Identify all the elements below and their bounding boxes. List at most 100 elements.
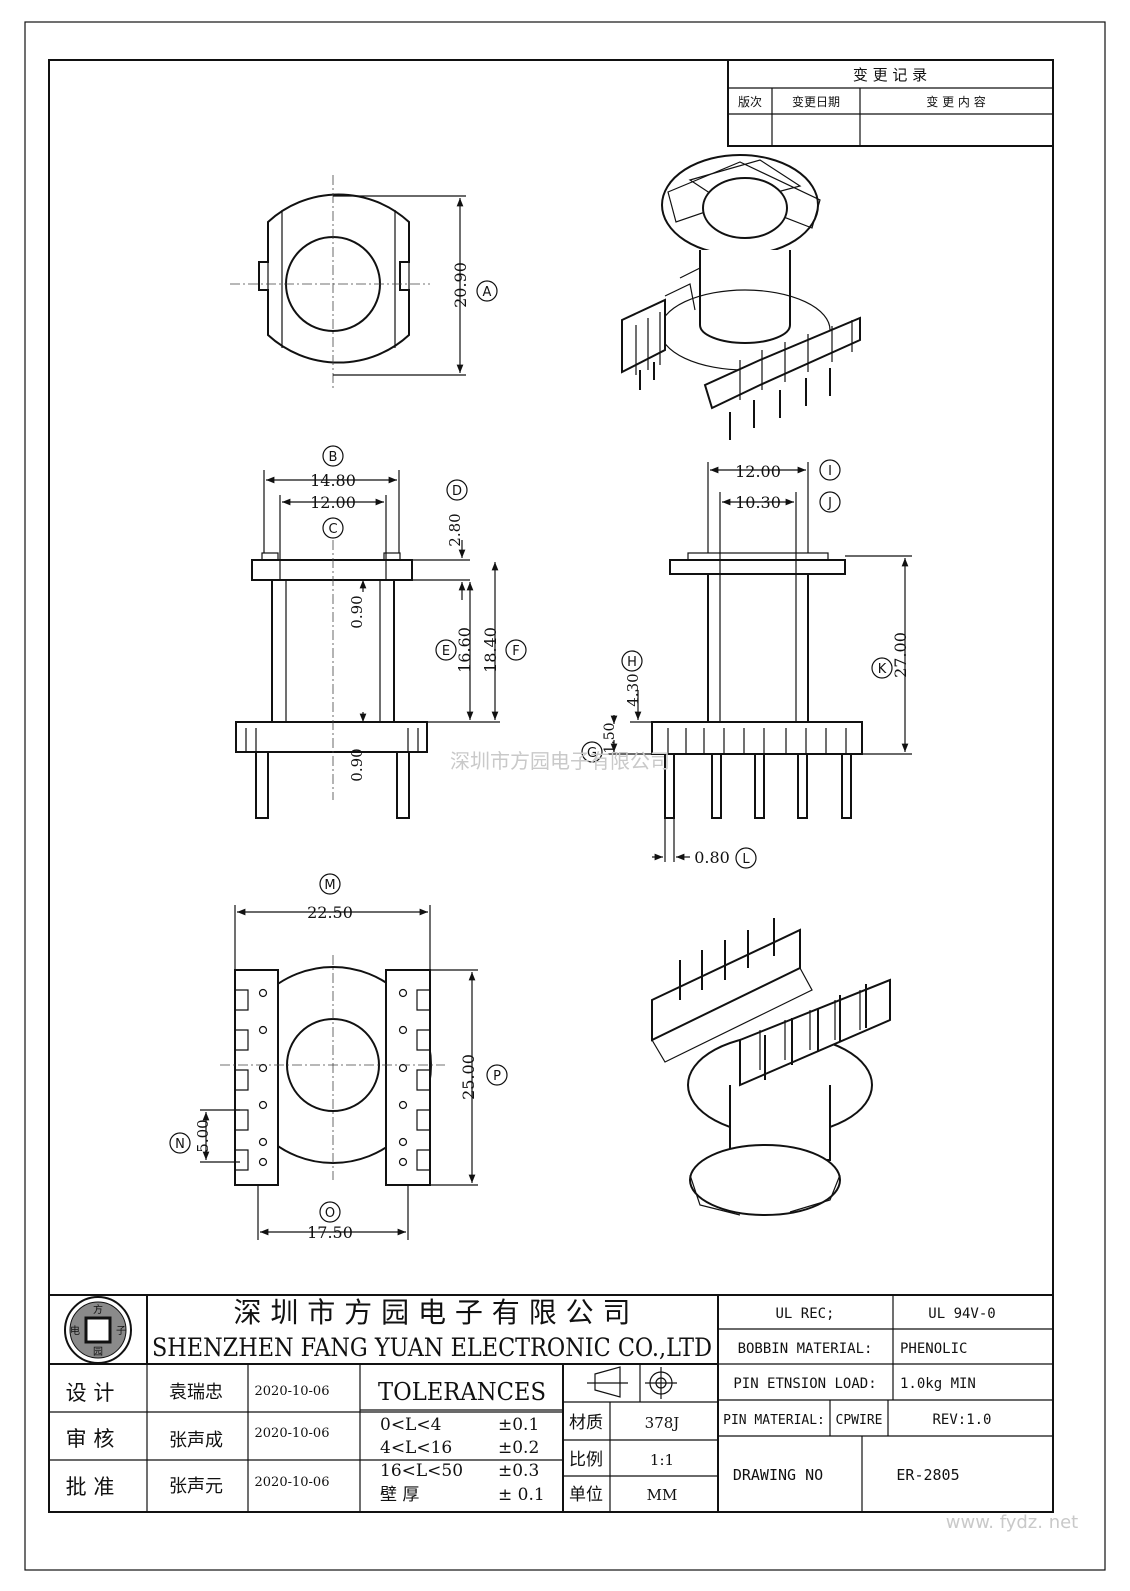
wall-top-value: 0.90 (348, 595, 366, 628)
dim-e-letter: E (442, 644, 450, 659)
tol-range-3: 16<L<50 (380, 1461, 463, 1481)
change-col-content: 变 更 内 容 (926, 94, 985, 109)
name-approve: 张声元 (169, 1476, 223, 1497)
dim-m-letter: M (324, 878, 335, 893)
dim-j-callout (819, 491, 841, 513)
material-value: 378J (645, 1414, 680, 1432)
unit-label: 单位 (569, 1485, 603, 1505)
pin-material-label: PIN MATERIAL: (723, 1413, 825, 1428)
bottom-view (200, 905, 478, 1240)
title-block (48, 1294, 1054, 1513)
tol-range-2: 4<L<16 (380, 1438, 452, 1458)
logo-char-top: 方 (93, 1303, 103, 1316)
dim-c-callout (322, 517, 344, 539)
dim-p-callout (486, 1064, 508, 1086)
date-approve: 2020-10-06 (255, 1475, 330, 1490)
dim-b-letter: B (329, 450, 338, 465)
ul-rec-label: UL REC; (775, 1306, 834, 1322)
logo-char-right: 子 (116, 1325, 126, 1337)
dim-i-value: 12.00 (735, 462, 781, 481)
dim-d-value: 2.80 (446, 513, 464, 546)
drawing-no-label: DRAWING NO (733, 1466, 823, 1484)
company-name-en: SHENZHEN FANG YUAN ELECTRONIC CO.,LTD (152, 1333, 712, 1362)
scale-label: 比例 (569, 1450, 603, 1470)
dim-h-value: 4.30 (624, 673, 642, 706)
unit-value: MM (647, 1486, 678, 1504)
role-review: 审 核 (66, 1427, 115, 1451)
company-name-cn: 深 圳 市 方 园 电 子 有 限 公 司 (233, 1296, 630, 1329)
wall-bottom-value: 0.90 (348, 748, 366, 781)
logo-char-left: 电 (70, 1324, 80, 1337)
dim-i-letter: I (828, 464, 832, 479)
side-view (608, 462, 912, 862)
tol-value-2: ±0.2 (498, 1438, 539, 1458)
dim-k-letter: K (878, 662, 887, 677)
tol-value-4: ± 0.1 (498, 1485, 545, 1505)
dim-c-value: 12.00 (310, 493, 356, 512)
tol-value-1: ±0.1 (498, 1415, 539, 1435)
watermark-site: www. fydz. net (946, 1512, 1079, 1533)
dim-c-letter: C (328, 522, 337, 537)
dim-h-callout (621, 650, 643, 672)
company-logo (64, 1296, 132, 1364)
dim-e-value: 16.60 (455, 627, 474, 673)
dim-o-letter: O (325, 1206, 335, 1221)
dim-f-value: 18.40 (481, 627, 500, 673)
tol-range-1: 0<L<4 (380, 1415, 441, 1435)
change-col-version: 版次 (738, 95, 762, 109)
role-approve: 批 准 (66, 1475, 115, 1499)
bobbin-material-value: PHENOLIC (900, 1341, 967, 1357)
dim-a-callout (476, 280, 498, 302)
dim-m-callout (319, 873, 341, 895)
pin-tension-value: 1.0kg MIN (900, 1376, 976, 1392)
dim-o-value: 17.50 (307, 1223, 353, 1242)
dim-n-letter: N (175, 1137, 185, 1152)
dim-g-value: 1.50 (602, 722, 618, 753)
dim-k-value: 27.00 (891, 632, 910, 678)
change-col-date: 变更日期 (792, 94, 840, 109)
name-design: 袁瑞忠 (169, 1382, 223, 1403)
outer-frame (24, 21, 1106, 1571)
dim-d-callout (446, 479, 468, 501)
date-review: 2020-10-06 (255, 1426, 330, 1441)
dim-l-callout (735, 847, 757, 869)
dim-h-letter: H (627, 655, 637, 670)
dim-g-callout (581, 741, 603, 763)
dim-m-value: 22.50 (307, 903, 353, 922)
revision: REV:1.0 (932, 1412, 991, 1428)
dim-p-value: 25.00 (459, 1054, 478, 1100)
dim-p-letter: P (493, 1069, 501, 1084)
material-label: 材质 (569, 1413, 603, 1433)
tol-value-3: ±0.3 (498, 1461, 539, 1481)
dim-b-callout (322, 445, 344, 467)
pin-tension-label: PIN ETNSION LOAD: (733, 1376, 876, 1392)
dim-i-callout (819, 459, 841, 481)
change-record-table: 变 更 记 录 版次 变更日期 变 更 内 容 (727, 59, 1054, 147)
pin-material-value: CPWIRE (836, 1413, 883, 1428)
dim-n-value: 5.00 (194, 1119, 212, 1152)
dim-d-letter: D (452, 484, 462, 499)
dim-a-letter: A (483, 285, 492, 300)
dim-k-callout (871, 657, 893, 679)
dim-l-letter: L (742, 852, 750, 867)
ul-rec-value: UL 94V-0 (928, 1306, 995, 1322)
tol-range-4: 壁 厚 (380, 1485, 419, 1505)
dim-j-letter: J (827, 496, 832, 511)
dim-f-letter: F (512, 644, 519, 659)
dim-f-callout (505, 639, 527, 661)
front-view (235, 470, 500, 819)
dim-a-value: 20.90 (451, 262, 470, 308)
dim-e-callout (435, 639, 457, 661)
dim-o-callout (319, 1201, 341, 1223)
tolerances-title: TOLERANCES (378, 1378, 546, 1406)
bobbin-material-label: BOBBIN MATERIAL: (738, 1341, 873, 1357)
change-record-title: 变 更 记 录 (853, 66, 927, 84)
scale-value: 1:1 (650, 1451, 674, 1469)
dim-n-callout (169, 1132, 191, 1154)
isometric-view-top (621, 154, 861, 440)
role-design: 设 计 (66, 1381, 115, 1405)
dim-l-value: 0.80 (694, 848, 730, 867)
drawing-no-value: ER-2805 (896, 1466, 959, 1484)
top-view (230, 175, 466, 390)
dim-g-letter: G (587, 746, 597, 761)
